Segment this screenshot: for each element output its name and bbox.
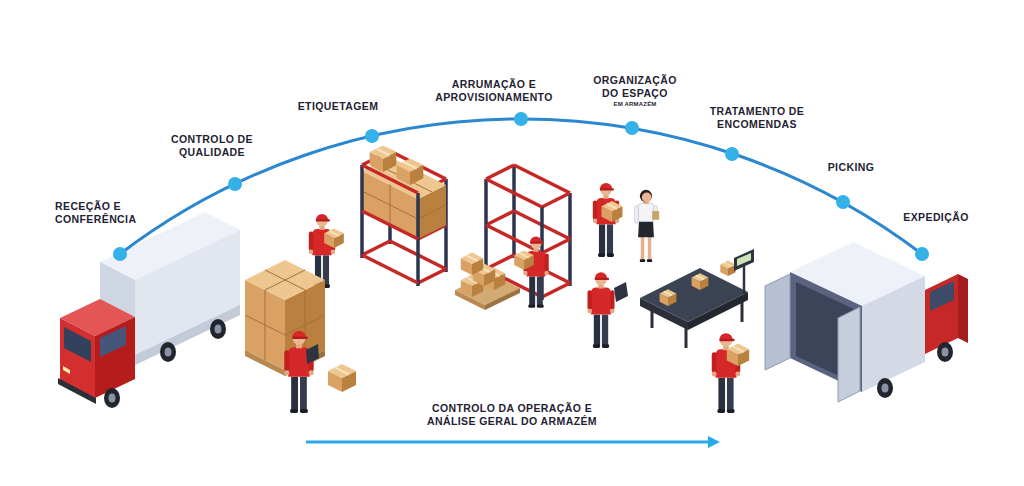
delivery-truck [63, 366, 70, 374]
stage-label: ORGANIZAÇÃO DO ESPAÇO [587, 74, 683, 100]
process-caption: CONTROLO DA OPERAÇÃO E ANÁLISE GERAL DO … [397, 402, 627, 428]
warehouse-illustration [727, 344, 749, 366]
dispatch-truck [937, 342, 953, 362]
warehouse-illustration [523, 236, 549, 307]
control-arrow [708, 436, 720, 448]
stage-dot [514, 112, 528, 126]
box-stack [418, 205, 446, 219]
warehouse-illustration [587, 272, 614, 348]
delivery-truck [210, 319, 226, 339]
warehouse-illustration [514, 250, 534, 270]
stage-label: RECEÇÃO E CONFERÊNCIA [55, 200, 150, 226]
pallet-rack [362, 145, 446, 286]
warehouse-illustration [602, 201, 623, 222]
dispatch-truck [838, 307, 860, 402]
stage-label: ETIQUETAGEM [288, 100, 388, 113]
conveyor-belt [640, 249, 754, 348]
pallet [485, 288, 520, 310]
pallet-rack [362, 165, 418, 286]
pallet-rack [397, 158, 424, 185]
delivery-truck [58, 212, 240, 408]
stage-dot [836, 195, 850, 209]
pallet-rack [370, 145, 397, 172]
warehouse-illustration [324, 228, 344, 248]
conveyor-belt [688, 292, 748, 330]
dispatch-truck [765, 274, 790, 370]
stage-dot [113, 247, 127, 261]
box-stack [245, 260, 325, 300]
dispatch-truck [765, 242, 968, 402]
dispatch-truck [958, 274, 968, 343]
warehouse-illustration [328, 364, 356, 392]
conveyor-belt [685, 328, 688, 348]
delivery-truck [64, 327, 91, 362]
stage-dot [625, 121, 639, 135]
box-stack [265, 290, 266, 360]
delivery-truck [104, 388, 120, 408]
control-arrow [306, 436, 720, 448]
stage-label: ARRUMAÇÃO E APROVISIONAMENTO [429, 78, 559, 104]
conveyor-belt [692, 273, 709, 290]
tablet [306, 344, 319, 364]
stage-sublabel: EM ARMAZÉM [600, 101, 670, 109]
delivery-truck [95, 317, 135, 398]
pallet [461, 253, 483, 275]
dispatch-truck [930, 281, 954, 311]
process-arc [120, 119, 922, 254]
delivery-truck [100, 326, 126, 357]
stage-label: PICKING [816, 161, 886, 174]
stage-dot [915, 247, 929, 261]
warehouse-illustration [635, 190, 660, 262]
stage-dot [113, 112, 929, 261]
process-arc [113, 112, 929, 261]
conveyor-belt [720, 261, 735, 276]
dispatch-truck [862, 276, 925, 392]
box-stack [265, 270, 305, 290]
delivery-truck [58, 378, 96, 404]
delivery-truck [160, 342, 176, 362]
dispatch-truck [942, 348, 949, 357]
delivery-truck [165, 348, 172, 357]
dispatch-truck [882, 384, 889, 393]
delivery-truck [135, 230, 240, 365]
stage-label: CONTROLO DE QUALIDADE [162, 133, 262, 159]
dispatch-truck [925, 274, 958, 354]
conveyor-belt [734, 249, 754, 271]
dispatch-truck [877, 378, 893, 398]
stage-dot [365, 129, 379, 143]
conveyor-belt [737, 253, 751, 266]
stage-dot [228, 177, 242, 191]
delivery-truck [109, 394, 116, 403]
conveyor-belt [660, 289, 677, 306]
tablet [614, 282, 628, 302]
box-stack [265, 270, 305, 290]
pallet [455, 253, 520, 310]
stage-label: TRATAMENTO DE ENCOMENDAS [700, 105, 814, 131]
delivery-truck [215, 325, 222, 334]
stage-dot [725, 147, 739, 161]
warehouse-illustration [284, 331, 314, 413]
stage-label: EXPEDIÇÃO [896, 211, 976, 224]
control-arrow [306, 441, 710, 444]
delivery-truck [135, 305, 240, 365]
